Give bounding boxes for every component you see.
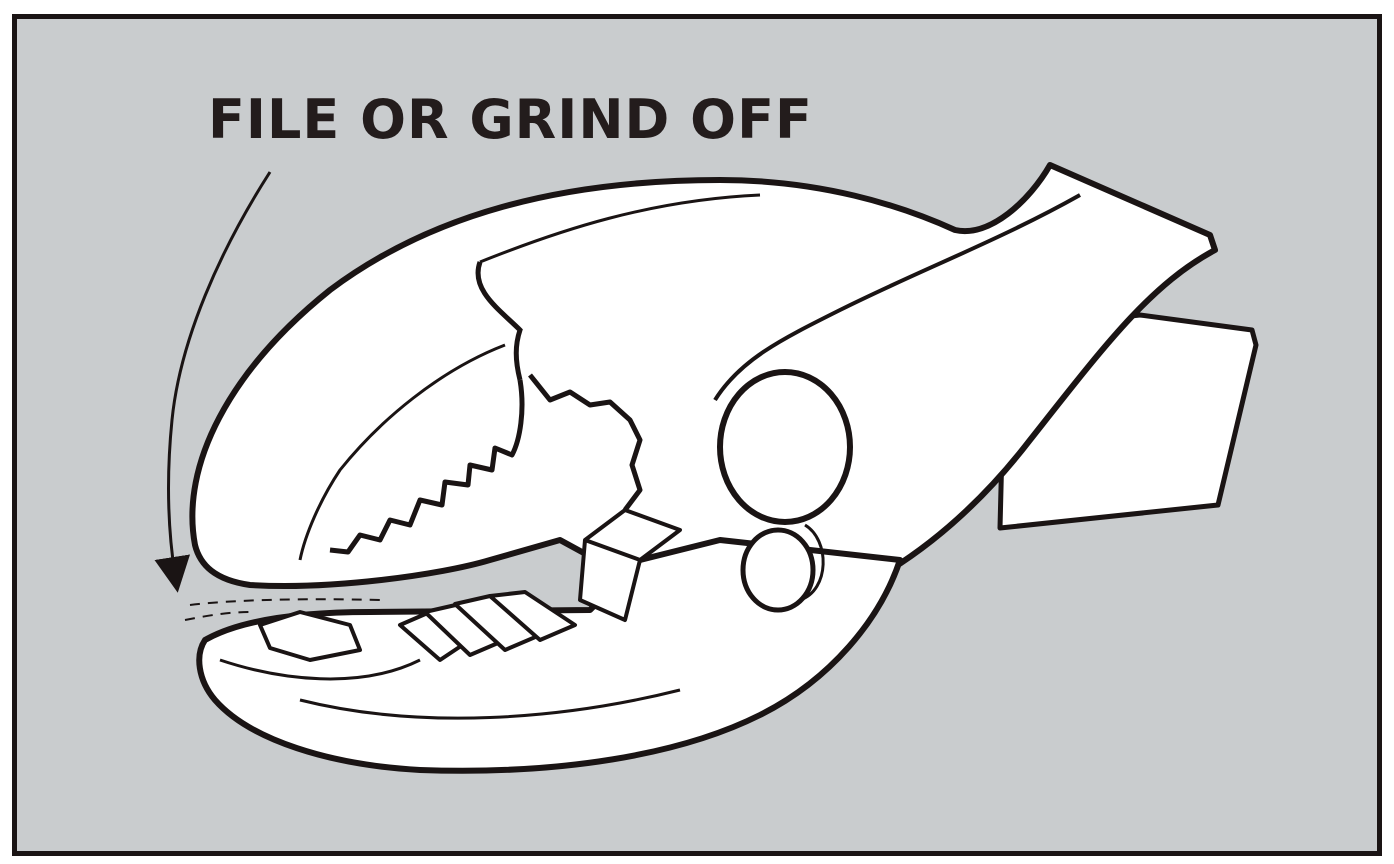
callout-label: FILE OR GRIND OFF [208,88,813,151]
pivot-bolt [720,372,850,522]
